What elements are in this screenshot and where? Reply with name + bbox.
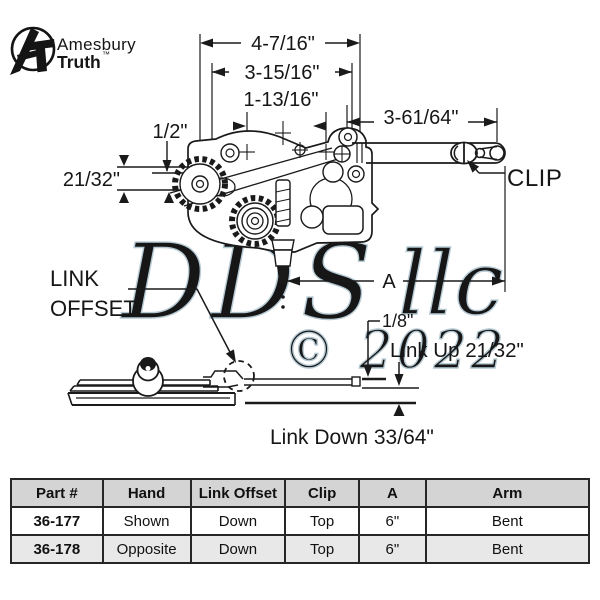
- link-stud: [132, 357, 164, 397]
- link-up-label: Link Up 21/32": [390, 339, 524, 362]
- cell-clip: Top: [284, 506, 360, 536]
- logo-t-icon: [26, 39, 55, 73]
- dimension-top: [200, 38, 497, 131]
- clip-label: CLIP: [507, 165, 562, 192]
- cell-hand: Shown: [101, 506, 192, 536]
- dim-1-13-16-label: 1-13/16": [244, 89, 319, 111]
- clip-callout: [467, 160, 505, 174]
- table-row: 36-177 Shown Down Top 6" Bent: [10, 506, 591, 536]
- header-link-offset: Link Offset: [189, 478, 287, 508]
- watermark-word2: llc: [398, 232, 504, 335]
- dim-1-8-label: 1/8": [382, 311, 413, 331]
- cell-hand: Opposite: [101, 534, 192, 564]
- header-part: Part #: [10, 478, 104, 508]
- header-hand: Hand: [101, 478, 192, 508]
- link-down-label: Link Down 33/64": [270, 426, 434, 449]
- dim-a-label: A: [382, 271, 396, 293]
- operator-diagram: DDS llc © 2022 Amesbury Truth ™: [10, 26, 562, 449]
- cell-link-offset: Down: [189, 534, 287, 564]
- fastener-cross-marks: [239, 121, 334, 160]
- header-clip: Clip: [284, 478, 360, 508]
- cell-clip: Top: [284, 534, 360, 564]
- brand-name-top: Amesbury: [57, 35, 136, 54]
- dim-21-32-label: 21/32": [63, 169, 120, 191]
- cell-arm: Bent: [424, 534, 591, 564]
- spec-table: Part # Hand Link Offset Clip A Arm 36-17…: [10, 478, 591, 564]
- cell-part-number: 36-177: [10, 506, 104, 536]
- link-offset-label-1: LINK: [50, 266, 99, 291]
- table-row: 36-178 Opposite Down Top 6" Bent: [10, 534, 591, 564]
- dim-3-15-16-label: 3-15/16": [245, 62, 320, 84]
- header-arm: Arm: [424, 478, 591, 508]
- cell-link-offset: Down: [189, 506, 287, 536]
- cell-part-number: 36-178: [10, 534, 104, 564]
- brand-trademark: ™: [102, 50, 110, 59]
- link-offset-dashed-circle: [223, 360, 255, 392]
- operator-arm: [333, 141, 506, 165]
- brand-logo: Amesbury Truth ™: [10, 26, 136, 75]
- dimension-left: [117, 141, 188, 203]
- link-offset-callout: [128, 288, 236, 363]
- dim-4-7-16-label: 4-7/16": [251, 33, 315, 55]
- logo-a-icon: [10, 28, 39, 75]
- dim-1-2-label: 1/2": [153, 121, 188, 143]
- cell-arm: Bent: [424, 506, 591, 536]
- cell-a: 6": [358, 506, 427, 536]
- logo-circle-icon: [10, 26, 56, 72]
- cell-a: 6": [358, 534, 427, 564]
- header-a: A: [358, 478, 427, 508]
- arm-clip: [450, 141, 505, 165]
- spec-table-header-row: Part # Hand Link Offset Clip A Arm: [10, 478, 591, 508]
- operator-body: [169, 121, 380, 309]
- crank-spindle: [271, 179, 295, 309]
- link-assembly: [67, 357, 361, 406]
- watermark-copyright: © 2022: [283, 321, 508, 381]
- dimension-a: [287, 276, 505, 286]
- dim-3-61-64-label: 3-61/64": [384, 107, 459, 129]
- link-offset-label-2: OFFSET: [50, 296, 137, 321]
- dimension-bottom: [245, 320, 419, 416]
- brand-name-bottom: Truth: [57, 52, 101, 72]
